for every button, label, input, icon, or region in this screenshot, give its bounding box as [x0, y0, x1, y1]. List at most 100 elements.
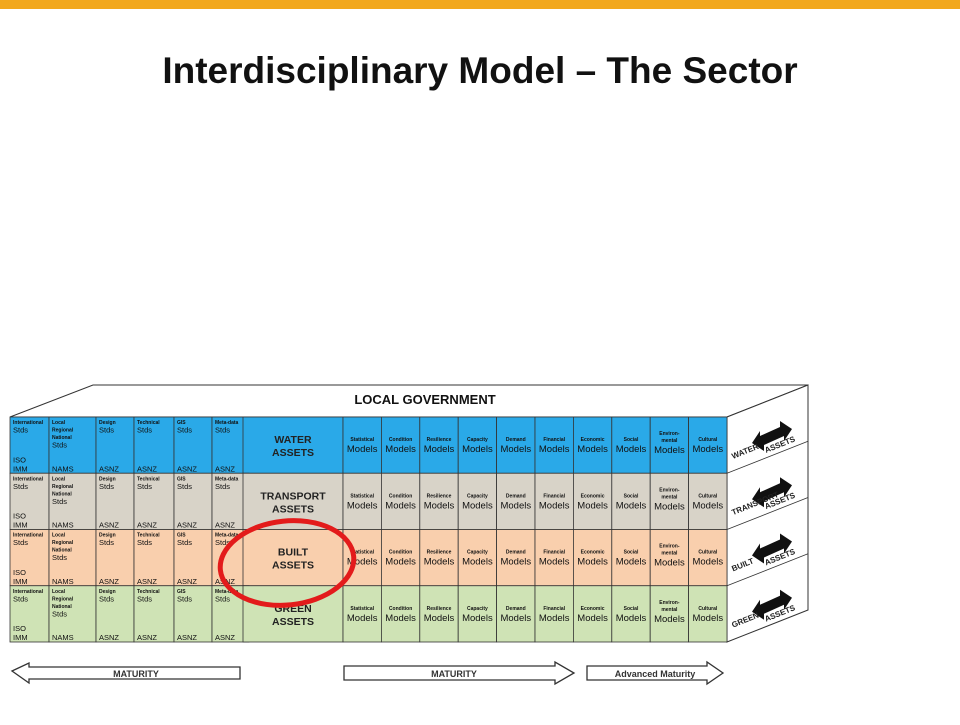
model-heading: Resilience — [427, 550, 452, 556]
standard-sub: Stds — [13, 538, 28, 547]
standard-body: IMM — [13, 633, 28, 642]
model-cell — [649, 585, 690, 643]
asset-label-line2: ASSETS — [272, 560, 314, 572]
standard-sub: Stds — [215, 482, 230, 491]
model-heading: Environ- — [659, 544, 680, 550]
model-heading: Statistical — [350, 493, 374, 499]
standard-heading: Design — [99, 533, 116, 539]
standard-sub: Stds — [177, 482, 192, 491]
model-cell — [688, 472, 728, 530]
standard-cell — [48, 472, 97, 530]
model-cell — [457, 472, 498, 530]
model-heading: mental — [661, 607, 678, 613]
standard-cell — [48, 585, 97, 643]
double-arrow-icon — [752, 533, 792, 564]
standard-body: ASNZ — [137, 577, 157, 586]
standard-heading: Local — [52, 589, 66, 595]
model-sub: Models — [462, 613, 493, 624]
standard-heading: International — [13, 533, 44, 539]
model-sub: Models — [500, 444, 531, 455]
standard-cell — [173, 585, 213, 643]
standard-sub: Stds — [99, 482, 114, 491]
standard-cell — [9, 585, 50, 643]
standard-sub: Stds — [177, 538, 192, 547]
model-cell — [457, 585, 498, 643]
standard-heading: Local — [52, 420, 66, 426]
model-sub: Models — [616, 613, 647, 624]
model-sub: Models — [385, 444, 416, 455]
standard-sub: Stds — [137, 426, 152, 435]
standard-body: ASNZ — [215, 521, 235, 530]
standard-sub: Stds — [177, 594, 192, 603]
standard-heading: Regional — [52, 596, 74, 602]
standard-sub: Stds — [13, 426, 28, 435]
model-cell — [688, 585, 728, 643]
standard-heading: International — [13, 476, 44, 482]
model-sub: Models — [539, 557, 570, 568]
standard-heading: Design — [99, 476, 116, 482]
standard-body: ISO — [13, 624, 26, 633]
standard-body: IMM — [13, 577, 28, 586]
sector-model-svg: LOCAL GOVERNMENT InternationalStdsISOIMM… — [9, 384, 809, 686]
standard-sub: Stds — [137, 538, 152, 547]
standard-body: ASNZ — [177, 521, 197, 530]
model-heading: Social — [624, 550, 639, 556]
model-cell — [611, 416, 651, 474]
model-sub: Models — [692, 613, 723, 624]
model-sub: Models — [347, 613, 378, 624]
standard-body: ISO — [13, 512, 26, 521]
standard-sub: Stds — [215, 426, 230, 435]
double-arrow-icon — [752, 477, 792, 508]
standard-sub: Stds — [52, 609, 67, 618]
standard-heading: Local — [52, 476, 66, 482]
standard-heading: Regional — [52, 540, 74, 546]
standard-heading: Meta-data — [215, 476, 239, 482]
model-cell — [688, 529, 728, 587]
model-sub: Models — [692, 444, 723, 455]
standard-sub: Stds — [137, 594, 152, 603]
standard-heading: GIS — [177, 476, 186, 482]
standard-sub: Stds — [52, 553, 67, 562]
standard-cell — [48, 529, 97, 587]
model-sub: Models — [500, 557, 531, 568]
model-sub: Models — [347, 557, 378, 568]
model-sub: Models — [500, 613, 531, 624]
side-divider — [726, 497, 809, 530]
standard-heading: GIS — [177, 589, 186, 595]
model-sub: Models — [385, 557, 416, 568]
model-cell — [496, 472, 536, 530]
standard-heading: Meta-data — [215, 589, 239, 595]
standard-body: NAMS — [52, 633, 74, 642]
side-divider — [726, 553, 809, 587]
standard-cell — [9, 416, 50, 474]
model-sub: Models — [347, 444, 378, 455]
model-heading: Statistical — [350, 606, 374, 612]
double-arrow-icon — [752, 421, 792, 451]
model-sub: Models — [577, 444, 608, 455]
model-cell — [380, 472, 421, 530]
model-heading: Demand — [506, 437, 526, 443]
model-sub: Models — [424, 444, 455, 455]
model-cell — [611, 585, 651, 643]
maturity-arrow-left — [10, 661, 241, 685]
model-cell — [534, 529, 574, 587]
standard-cell — [95, 585, 135, 643]
model-heading: Economic — [581, 493, 605, 499]
model-heading: Capacity — [467, 437, 488, 443]
model-cell — [496, 416, 536, 474]
model-sub: Models — [462, 500, 493, 511]
standard-body: ASNZ — [177, 464, 197, 473]
standard-body: ASNZ — [177, 577, 197, 586]
asset-cell — [242, 416, 344, 474]
standard-body: ASNZ — [99, 633, 119, 642]
standard-heading: Technical — [137, 589, 160, 595]
model-cell — [380, 585, 421, 643]
side-divider — [726, 440, 809, 474]
standard-body: ISO — [13, 568, 26, 577]
model-cell — [573, 416, 613, 474]
standard-heading: National — [52, 548, 72, 554]
standard-sub: Stds — [99, 426, 114, 435]
standard-heading: Local — [52, 533, 66, 539]
model-sub: Models — [577, 500, 608, 511]
model-heading: Environ- — [659, 600, 680, 606]
